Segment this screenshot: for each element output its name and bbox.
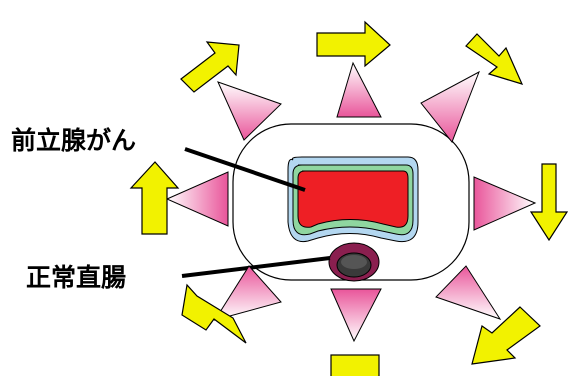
arrow-bottom-left-diagonal — [181, 283, 247, 344]
beam-bottom-left — [213, 265, 282, 321]
arrow-bottom-right-diagonal — [471, 306, 541, 365]
radiation-beams — [165, 61, 537, 343]
arrow-right-vertical — [529, 163, 569, 242]
rectum — [328, 242, 380, 282]
beam-left — [165, 171, 229, 227]
arrow-top-left-diagonal — [180, 41, 240, 93]
beam-bottom — [330, 288, 382, 343]
arrow-top-right-pointing — [316, 20, 391, 68]
arrow-bottom — [330, 354, 380, 376]
prostate-tumor — [287, 156, 419, 243]
beam-right — [473, 176, 537, 231]
arrow-left-vertical — [129, 161, 180, 235]
prostate-cancer-label: 前立腺がん — [11, 126, 137, 155]
rectum-pointer-line — [181, 256, 331, 278]
arrow-top-right-diagonal — [465, 33, 524, 85]
normal-rectum-label: 正常直腸 — [26, 263, 127, 292]
beam-top-left — [217, 81, 282, 141]
prostate-pointer-line — [184, 147, 306, 192]
tumor-core — [297, 170, 409, 228]
arrows — [129, 20, 569, 376]
beam-top-right — [420, 70, 480, 143]
beam-top — [336, 61, 382, 118]
beam-bottom-right — [435, 265, 502, 320]
